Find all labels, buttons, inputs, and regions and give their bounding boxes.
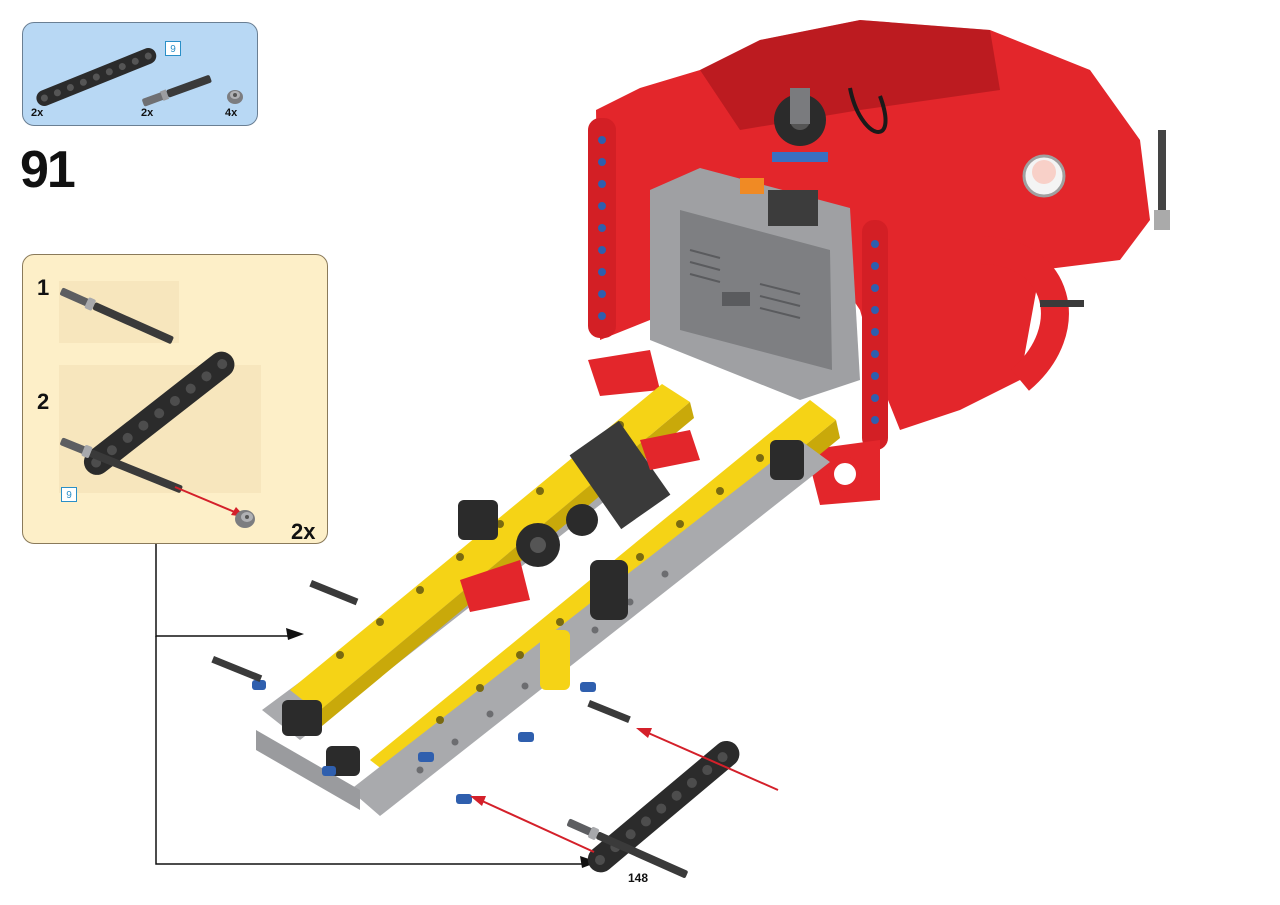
axle-step2-icon (60, 437, 183, 493)
substep-1-number: 1 (37, 275, 50, 300)
beam-length-tag: 9 (165, 41, 181, 56)
arrow-icon (479, 731, 779, 853)
page-number: 148 (628, 871, 649, 885)
bush-part-icon (227, 90, 243, 104)
parts-list-panel: 9 2x 2x 4x (22, 22, 258, 126)
axle-quantity: 2x (141, 107, 154, 119)
substep-beam-length-tag: 9 (61, 487, 77, 502)
step-number: 91 (20, 141, 76, 199)
beam-step2-icon (83, 351, 235, 475)
beam-part-icon (36, 48, 157, 107)
callout-connector-icon (155, 544, 585, 865)
axle-part-icon (142, 75, 212, 107)
substep-quantity: 2x (291, 519, 316, 544)
new-subassembly-in-model (567, 740, 740, 878)
substep-2-number: 2 (37, 389, 50, 414)
bush-step2-icon (235, 510, 255, 528)
beam-quantity: 2x (31, 107, 44, 119)
subassembly-illustration (59, 281, 261, 528)
chassis-frame (211, 384, 840, 816)
axle-step1-icon (60, 287, 174, 344)
cab-assembly (588, 20, 1170, 505)
bush-quantity: 4x (225, 107, 238, 119)
parts-list-illustration (36, 48, 243, 107)
subassembly-callout: 1 2 9 2x (22, 254, 328, 544)
